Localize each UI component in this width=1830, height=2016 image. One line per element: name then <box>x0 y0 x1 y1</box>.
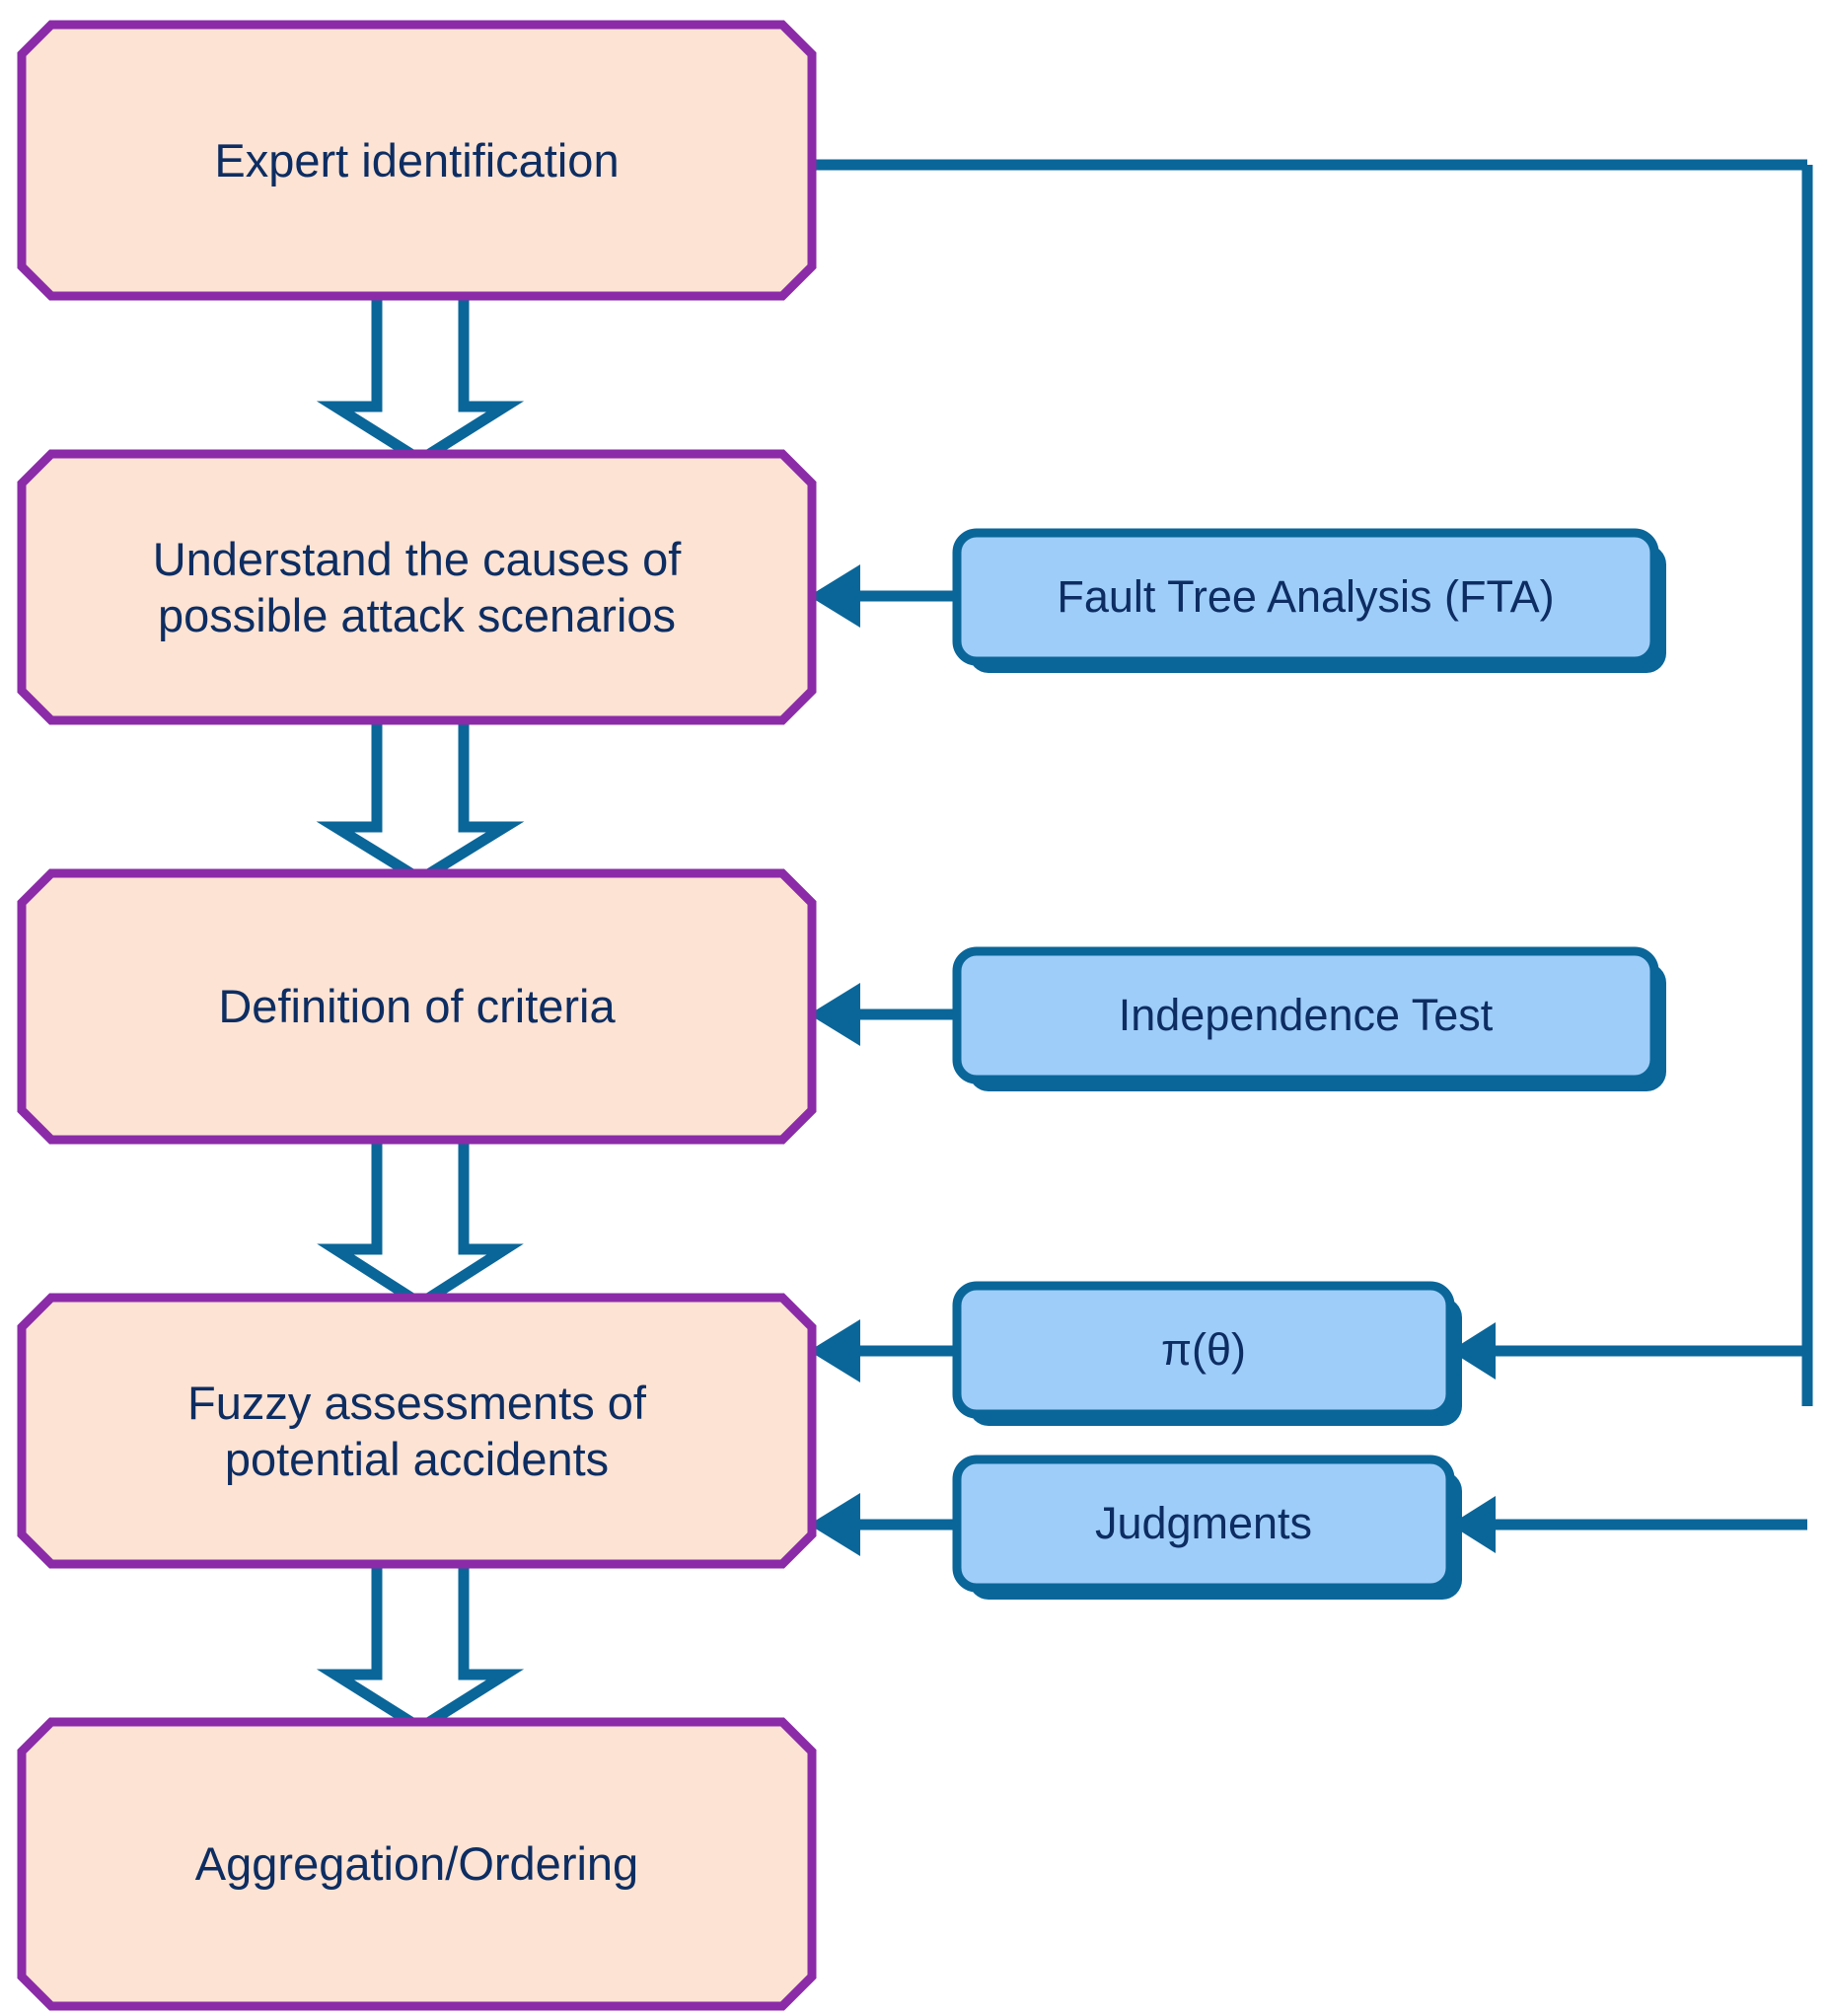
connector-prior-to-fuzzy <box>809 1319 957 1382</box>
arrowhead-into-prior-distribution <box>1450 1322 1496 1380</box>
block-arrow-criteria-to-fuzzy <box>317 1130 524 1310</box>
support-box-fault-tree-analysis[interactable] <box>952 528 1666 673</box>
connector-expert-to-priors-judgments <box>812 159 1813 1531</box>
support-box-prior-distribution[interactable] <box>952 1281 1462 1426</box>
connector-fta-to-understand-causes <box>809 564 957 628</box>
block-arrow-fuzzy-to-aggregation <box>316 1554 525 1735</box>
block-arrow-expert-to-understand <box>316 286 525 467</box>
process-box-definition-of-criteria[interactable] <box>17 868 817 1145</box>
support-box-judgments[interactable] <box>952 1455 1462 1600</box>
block-arrow-understand-to-criteria <box>316 710 525 886</box>
arrowhead-into-judgments <box>1450 1496 1496 1553</box>
process-box-fuzzy-assessments[interactable] <box>17 1293 817 1569</box>
connector-independence-to-criteria <box>809 983 957 1046</box>
connector-judgments-to-fuzzy <box>809 1493 957 1556</box>
process-box-aggregation-ordering[interactable] <box>17 1717 817 2011</box>
process-box-expert-identification[interactable] <box>17 20 817 301</box>
support-box-independence-test[interactable] <box>952 946 1666 1091</box>
process-box-understand-causes[interactable] <box>17 449 817 725</box>
